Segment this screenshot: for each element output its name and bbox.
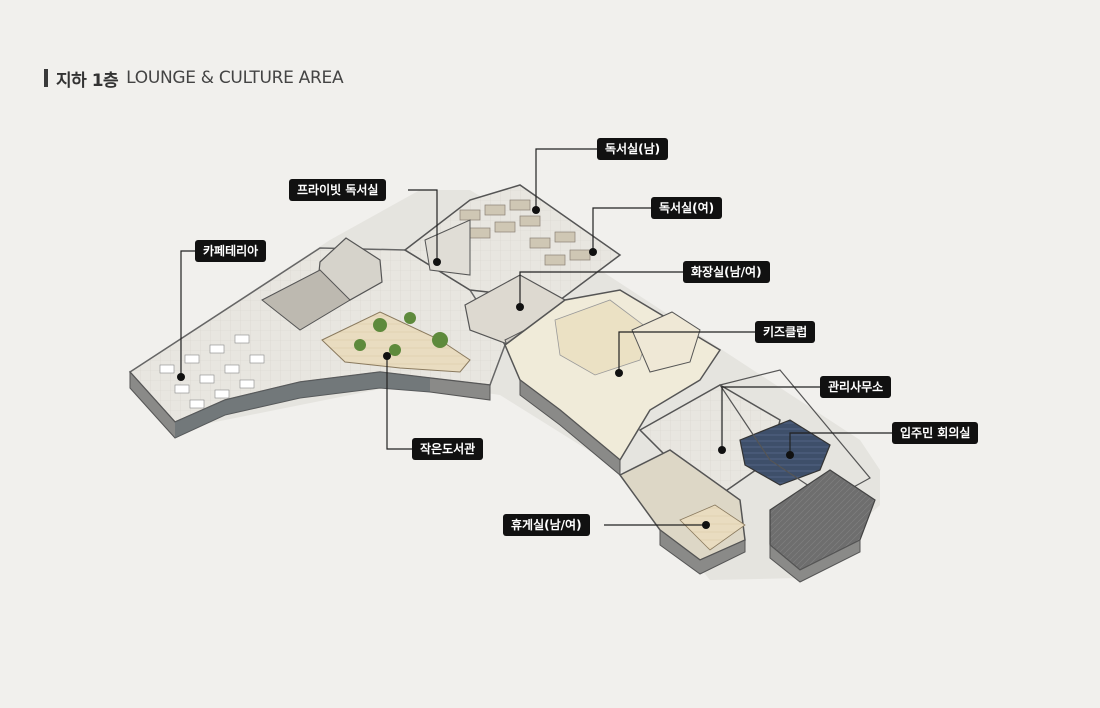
label-reading-room-female: 독서실(여): [651, 197, 723, 219]
leader-lines: [180, 148, 892, 526]
cafe-tables: [159, 334, 265, 409]
lounge-outer-wall: [659, 529, 746, 575]
lounge-rest-room: [679, 504, 746, 551]
label-private-reading-room: 프라이빗 독서실: [289, 179, 387, 201]
service-outer-wall: [769, 539, 861, 583]
label-reading-room-male: 독서실(남): [597, 138, 669, 160]
label-management-office: 관리사무소: [820, 376, 892, 398]
label-kids-club: 키즈클럽: [755, 321, 816, 343]
label-small-library: 작은도서관: [412, 438, 484, 460]
library-plants: [354, 312, 448, 356]
library-seating-floor: [321, 311, 471, 373]
cafe-service-room: [261, 269, 351, 331]
label-resident-meeting-room: 입주민 회의실: [892, 422, 979, 444]
page-title: 지하 1층 LOUNGE & CULTURE AREA: [44, 68, 344, 91]
curtain-glass-wall: [175, 372, 430, 438]
label-lounge: 휴게실(남/여): [503, 514, 590, 536]
leader-dots: [177, 206, 794, 529]
kids-room: [631, 311, 701, 373]
title-marker: [44, 69, 48, 87]
meeting-room-floor: [739, 419, 831, 486]
label-cafeteria: 카페테리아: [195, 240, 267, 262]
area-title: LOUNGE & CULTURE AREA: [126, 68, 344, 88]
floor-title: 지하 1층: [56, 70, 119, 91]
label-restroom: 화장실(남/여): [683, 261, 770, 283]
reading-desks: [459, 199, 591, 266]
kids-play-area: [554, 299, 651, 376]
